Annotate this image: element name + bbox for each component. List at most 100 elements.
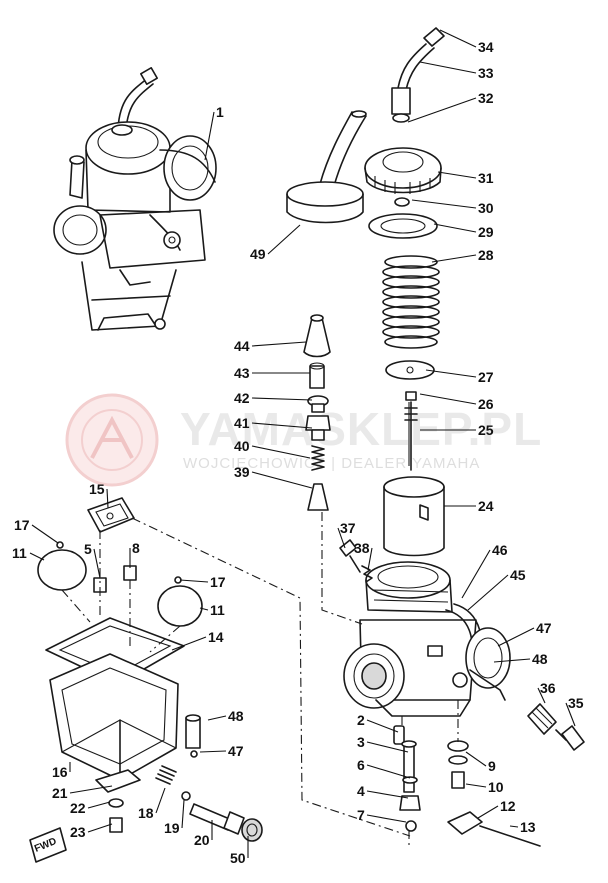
callout-7: 7 xyxy=(357,807,407,823)
callout-15: 15 xyxy=(89,481,109,509)
part-number-label: 33 xyxy=(478,65,494,81)
callout-25: 25 xyxy=(420,422,494,438)
part-number-label: 47 xyxy=(536,620,552,636)
part-number-label: 5 xyxy=(84,541,92,557)
leader-line xyxy=(251,471,313,489)
leader-line xyxy=(439,29,477,48)
callout-11a: 11 xyxy=(12,545,45,561)
leader-line xyxy=(477,805,499,819)
callout-40: 40 xyxy=(234,438,311,459)
leader-line xyxy=(431,254,477,263)
leader-line xyxy=(199,750,227,753)
leader-line xyxy=(366,764,411,779)
leader-line xyxy=(29,552,45,561)
leader-line xyxy=(419,61,477,74)
leader-line xyxy=(509,825,519,828)
callout-44: 44 xyxy=(234,338,307,354)
leader-line xyxy=(87,823,113,833)
callout-2: 2 xyxy=(357,712,399,733)
leader-line xyxy=(565,702,576,727)
leader-line xyxy=(251,341,307,347)
callout-21: 21 xyxy=(52,785,113,801)
part-number-label: 18 xyxy=(138,805,154,821)
part-number-label: 26 xyxy=(478,396,494,412)
part-number-label: 34 xyxy=(478,39,494,55)
callout-48: 48 xyxy=(493,651,548,667)
leader-line xyxy=(31,524,59,544)
yamaha-tuning-fork-logo-icon xyxy=(65,393,159,487)
callout-31: 31 xyxy=(437,170,494,186)
leader-line xyxy=(493,658,531,663)
part-number-label: 41 xyxy=(234,415,250,431)
part-number-label: 15 xyxy=(89,481,105,497)
part-number-label: 37 xyxy=(340,520,356,536)
part-number-label: 44 xyxy=(234,338,250,354)
part-number-label: 17 xyxy=(14,517,30,533)
callout-12: 12 xyxy=(477,798,516,819)
leader-line xyxy=(204,111,215,161)
callout-39: 39 xyxy=(234,464,313,489)
part-number-label: 22 xyxy=(70,800,86,816)
watermark-subtitle: WOJCIECHOWICZ | DEALER YAMAHA xyxy=(183,455,480,472)
callout-17a: 17 xyxy=(14,517,59,544)
part-number-label: 9 xyxy=(488,758,496,774)
part-number-label: 35 xyxy=(568,695,584,711)
leader-line xyxy=(497,627,535,647)
part-number-label: 13 xyxy=(520,819,536,835)
callout-32: 32 xyxy=(407,90,494,123)
callout-37: 37 xyxy=(337,520,356,549)
callout-34: 34 xyxy=(439,29,494,55)
leader-line xyxy=(251,422,313,429)
part-number-label: 19 xyxy=(164,820,180,836)
leader-line xyxy=(337,527,346,549)
leader-line xyxy=(425,369,477,378)
leader-line xyxy=(407,97,477,123)
callout-46: 46 xyxy=(461,542,508,599)
assembled-carburetor xyxy=(53,67,217,331)
leader-line xyxy=(366,814,407,823)
leader-line xyxy=(267,224,301,255)
leader-line xyxy=(465,783,487,788)
callout-13: 13 xyxy=(509,819,536,835)
leader-line xyxy=(179,579,209,583)
callout-33: 33 xyxy=(419,61,494,81)
part-number-label: 11 xyxy=(210,602,225,618)
callout-4: 4 xyxy=(357,783,409,799)
part-number-label: 48 xyxy=(532,651,548,667)
callout-22: 22 xyxy=(70,800,111,816)
part-number-label: 30 xyxy=(478,200,494,216)
part-number-label: 8 xyxy=(132,540,140,556)
pilot-screw xyxy=(527,703,585,751)
part-number-label: 17 xyxy=(210,574,226,590)
leader-line xyxy=(437,171,477,179)
throttle-spring xyxy=(382,255,440,349)
callout-20: 20 xyxy=(194,820,213,848)
assembly-guide-lines xyxy=(61,512,459,848)
part-number-label: 23 xyxy=(70,824,86,840)
callout-27: 27 xyxy=(425,369,494,385)
leader-line xyxy=(461,549,491,599)
leader-line xyxy=(366,741,409,753)
part-number-label: 48 xyxy=(228,708,244,724)
callout-49: 49 xyxy=(250,224,301,262)
leader-line xyxy=(467,574,509,611)
callout-14: 14 xyxy=(171,629,224,651)
callout-26: 26 xyxy=(419,393,494,412)
leader-line xyxy=(171,636,207,651)
callout-1: 1 xyxy=(204,104,224,161)
leader-line xyxy=(433,223,477,233)
leader-line xyxy=(199,607,209,611)
part-number-label: 46 xyxy=(492,542,508,558)
part-number-label: 4 xyxy=(357,783,365,799)
callout-24: 24 xyxy=(444,498,494,514)
part-number-label: 25 xyxy=(478,422,494,438)
part-number-label: 28 xyxy=(478,247,494,263)
watermark: YAMASKLEP.PL WOJCIECHOWICZ | DEALER YAMA… xyxy=(65,393,541,487)
callout-45: 45 xyxy=(467,567,526,611)
callout-29: 29 xyxy=(433,223,494,240)
float-bowl-assembly: FWD xyxy=(29,497,263,863)
callout-41: 41 xyxy=(234,415,313,431)
leader-line xyxy=(419,393,477,405)
part-number-label: 36 xyxy=(540,680,556,696)
